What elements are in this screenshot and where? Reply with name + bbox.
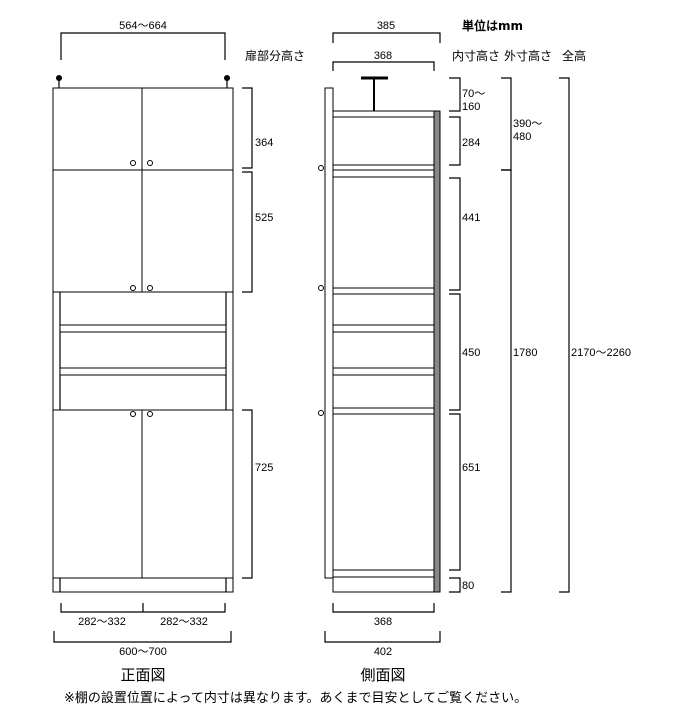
inner-height-label: 441 — [462, 212, 480, 224]
outer-height-label: 390〜 — [513, 118, 542, 130]
pole-cap-icon — [56, 75, 62, 81]
outer-height-label: 1780 — [513, 347, 537, 359]
door-height-bracket — [242, 171, 253, 293]
door-height-label: 364 — [255, 137, 273, 149]
shelf — [59, 324, 227, 333]
total-height-bracket — [559, 77, 570, 593]
door-width-label: 282〜332 — [78, 616, 126, 628]
door-height-header: 扉部分高さ — [245, 48, 305, 63]
inner-depth-label: 368 — [374, 50, 392, 62]
shelf — [332, 324, 435, 333]
outer-height-bracket — [501, 169, 512, 593]
cabinet-side-body — [332, 110, 441, 593]
outer-height-label: 480 — [513, 131, 531, 143]
width-range-label: 564〜664 — [119, 20, 167, 32]
bottom-inner-depth-bracket — [332, 603, 435, 613]
back-panel — [433, 110, 441, 593]
knob-icon — [130, 285, 136, 291]
total-height-label: 2170〜2260 — [571, 347, 631, 359]
inner-height-bracket — [449, 293, 461, 411]
bottom-outer-depth-label: 402 — [374, 646, 392, 658]
inner-height-bracket — [449, 177, 461, 291]
door-height-label: 525 — [255, 212, 273, 224]
door-width-label: 282〜332 — [160, 616, 208, 628]
lower-door-right — [141, 409, 234, 579]
shelf — [59, 367, 227, 376]
outer-depth-bracket — [332, 32, 441, 43]
total-height-header: 全高 — [562, 48, 586, 63]
upper-door-left — [52, 87, 143, 171]
shelf — [332, 407, 435, 415]
inner-height-bracket — [449, 577, 461, 593]
height-columns: 内寸高さ 外寸高さ 全高 70〜 160 284 441 450 651 80 … — [449, 48, 631, 593]
side-view: 385 368 368 402 側面図 — [318, 20, 441, 684]
knob-icon — [147, 160, 153, 166]
inner-height-bracket — [449, 413, 461, 571]
second-door-left — [52, 169, 143, 293]
knob-icon — [147, 411, 153, 417]
side-knobs — [318, 165, 324, 416]
bottom-board — [332, 569, 435, 578]
inner-height-bracket — [449, 116, 461, 166]
bottom-outer-depth-bracket — [324, 631, 441, 643]
inner-height-label: 651 — [462, 462, 480, 474]
knob-icon — [130, 160, 136, 166]
knob-icon — [130, 411, 136, 417]
pole-cap-icon — [224, 75, 230, 81]
lower-door-left — [52, 409, 143, 579]
shelf — [332, 367, 435, 376]
fixed-shelf — [332, 169, 441, 178]
inner-height-label: 70〜 — [462, 88, 485, 100]
door-height-bracket — [242, 409, 253, 579]
front-view: 564〜664 扉部分高さ 364 525 725 — [52, 20, 305, 684]
inner-height-label: 284 — [462, 137, 480, 149]
top-board — [332, 110, 435, 118]
outer-height-header: 外寸高さ — [504, 48, 552, 63]
outer-depth-label: 385 — [377, 20, 395, 32]
side-view-caption: 側面図 — [360, 666, 405, 684]
door-height-bracket — [242, 87, 253, 169]
second-door-right — [141, 169, 234, 293]
knob-icon — [318, 165, 324, 171]
inner-height-header: 内寸高さ — [452, 48, 500, 63]
outer-width-label: 600〜700 — [119, 646, 167, 658]
door-knobs — [130, 160, 153, 417]
inner-height-bracket — [449, 77, 461, 112]
inner-depth-bracket — [332, 61, 435, 71]
shelf — [332, 287, 435, 295]
outer-width-bracket — [53, 631, 232, 643]
plinth — [52, 577, 234, 593]
knob-icon — [318, 285, 324, 291]
shelf — [332, 164, 435, 171]
front-view-caption: 正面図 — [120, 666, 165, 684]
door-side-profile — [324, 87, 334, 579]
upper-door-right — [141, 87, 234, 171]
footnote: ※棚の設置位置によって内寸は異なります。あくまで目安としてご覧ください。 — [64, 690, 527, 706]
door-height-label: 725 — [255, 462, 273, 474]
knob-icon — [147, 285, 153, 291]
bottom-inner-depth-label: 368 — [374, 616, 392, 628]
width-dimension-bracket — [60, 32, 226, 60]
outer-height-bracket — [501, 77, 512, 171]
inner-height-label: 450 — [462, 347, 480, 359]
door-width-bracket — [60, 603, 226, 613]
unit-label: 単位はmm — [462, 18, 523, 33]
inner-height-label: 160 — [462, 101, 480, 113]
knob-icon — [318, 410, 324, 416]
inner-height-label: 80 — [462, 580, 474, 592]
